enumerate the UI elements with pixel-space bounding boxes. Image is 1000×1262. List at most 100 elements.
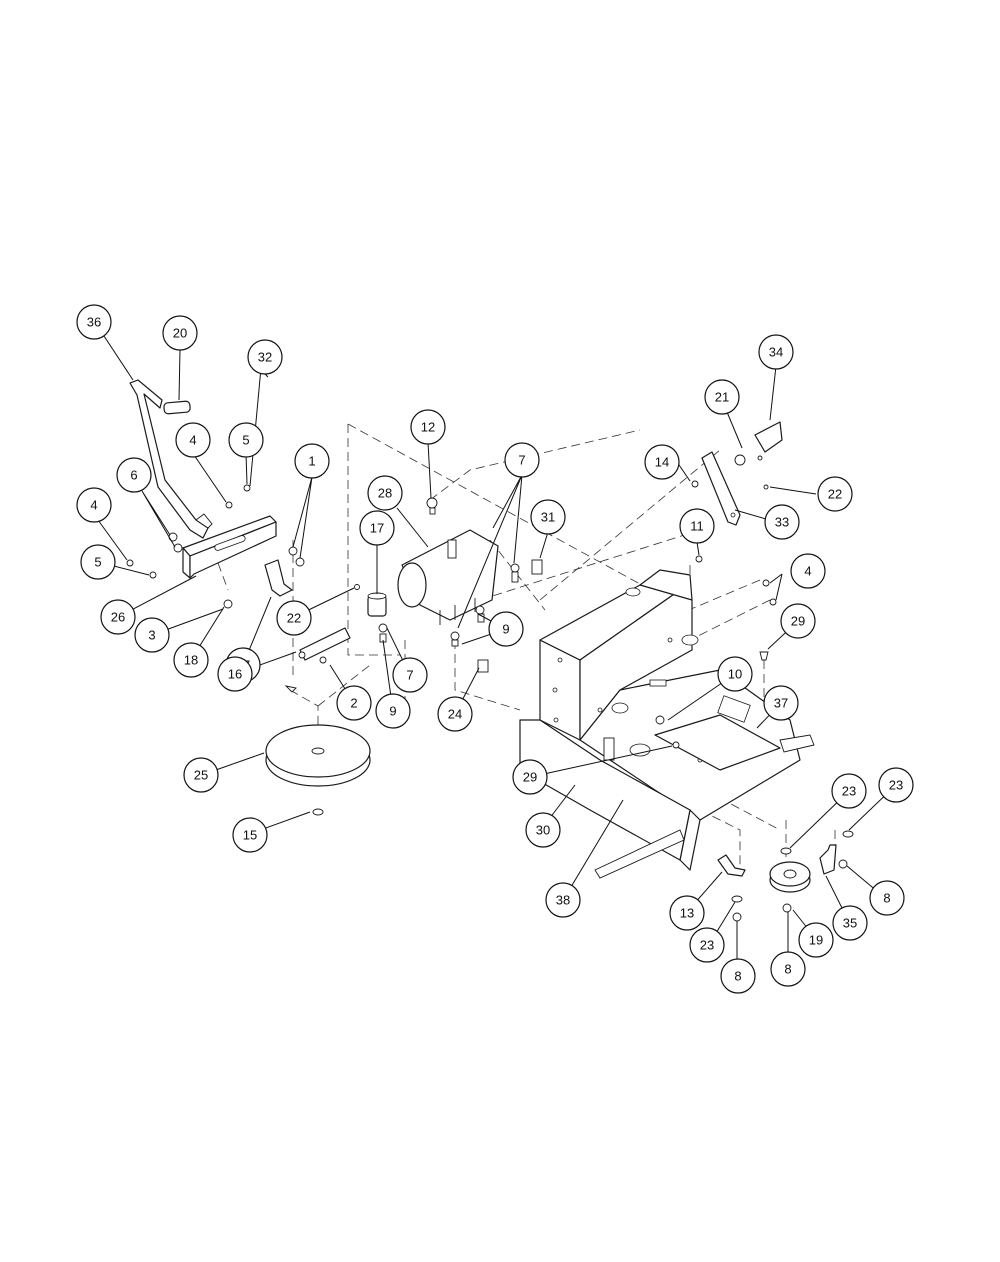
callout-18: 18 [173, 642, 209, 678]
nut-4-right-b [769, 598, 777, 606]
svg-text:8: 8 [784, 962, 791, 977]
callout-15: 15 [232, 817, 268, 853]
callout-1: 1 [294, 443, 330, 479]
washer-14 [691, 480, 699, 488]
callout-29-lower: 29 [512, 759, 548, 795]
callout-2: 2 [336, 685, 372, 721]
svg-text:35: 35 [843, 916, 857, 931]
svg-text:37: 37 [774, 696, 788, 711]
svg-text:13: 13 [680, 906, 694, 921]
svg-text:22: 22 [287, 611, 301, 626]
svg-text:28: 28 [378, 486, 392, 501]
svg-text:4: 4 [804, 564, 811, 579]
pin-11 [695, 555, 703, 563]
svg-text:2: 2 [350, 696, 357, 711]
svg-text:11: 11 [690, 519, 704, 534]
svg-text:18: 18 [184, 653, 198, 668]
callout-25: 25 [183, 757, 219, 793]
svg-text:6: 6 [130, 468, 137, 483]
svg-text:19: 19 [809, 933, 823, 948]
callout-4-upper: 4 [175, 422, 211, 458]
svg-text:7: 7 [406, 668, 413, 683]
bracket-hardware [126, 484, 360, 693]
callout-32: 32 [247, 339, 283, 375]
callout-23-lower: 23 [689, 927, 725, 963]
callout-31: 31 [530, 499, 566, 535]
callout-17: 17 [359, 510, 395, 546]
pedal-arm [129, 379, 213, 539]
svg-text:3: 3 [148, 628, 155, 643]
bracket-34 [734, 421, 783, 466]
callout-13: 13 [669, 895, 705, 931]
svg-text:32: 32 [258, 350, 272, 365]
fittings-left [378, 623, 388, 643]
bushing [367, 592, 387, 617]
svg-text:31: 31 [541, 510, 555, 525]
callout-3: 3 [134, 617, 170, 653]
svg-text:5: 5 [94, 555, 101, 570]
fitting-top [426, 497, 438, 515]
callout-12: 12 [410, 409, 446, 445]
fittings-center [450, 563, 520, 647]
cylinder-tank [397, 529, 499, 625]
plate-24 [477, 659, 489, 673]
svg-text:4: 4 [90, 498, 97, 513]
callout-30: 30 [525, 812, 561, 848]
svg-text:5: 5 [242, 433, 249, 448]
svg-text:29: 29 [791, 614, 805, 629]
callout-38: 38 [545, 882, 581, 918]
pedal-pad [163, 400, 191, 415]
svg-text:9: 9 [502, 622, 509, 637]
callout-24: 24 [437, 696, 473, 732]
callout-11: 11 [679, 508, 715, 544]
plate-31 [531, 559, 543, 575]
callout-28: 28 [367, 475, 403, 511]
callout-21: 21 [704, 379, 740, 415]
bolt-10 [655, 715, 665, 725]
svg-text:33: 33 [775, 515, 789, 530]
shaft [298, 627, 351, 661]
callout-8-lower-left: 8 [720, 958, 756, 994]
bolt-29a [759, 651, 769, 661]
small-bracket [264, 559, 293, 597]
callout-19: 19 [798, 922, 834, 958]
svg-text:9: 9 [389, 704, 396, 719]
callout-7-top: 7 [504, 442, 540, 478]
svg-text:16: 16 [228, 667, 242, 682]
callout-35: 35 [832, 905, 868, 941]
svg-text:38: 38 [556, 893, 570, 908]
svg-text:8: 8 [734, 969, 741, 984]
svg-text:34: 34 [769, 345, 783, 360]
svg-text:21: 21 [715, 390, 729, 405]
callout-23-right-a: 23 [831, 773, 867, 809]
svg-text:20: 20 [173, 326, 187, 341]
callout-37: 37 [763, 685, 799, 721]
callout-6: 6 [116, 457, 152, 493]
bolt-29b [672, 741, 680, 749]
callout-4-right: 4 [790, 553, 826, 589]
svg-text:29: 29 [523, 770, 537, 785]
svg-text:36: 36 [87, 315, 101, 330]
nut-4-right-a [762, 579, 770, 587]
svg-text:23: 23 [842, 784, 856, 799]
svg-text:7: 7 [518, 453, 525, 468]
callout-4-left: 4 [76, 487, 112, 523]
callout-20: 20 [162, 315, 198, 351]
idler-pulley [769, 861, 811, 893]
callout-8-right: 8 [869, 880, 905, 916]
svg-text:10: 10 [728, 667, 742, 682]
callout-22-left: 22 [276, 600, 312, 636]
callout-33: 33 [764, 504, 800, 540]
callout-16: 16 [217, 656, 253, 692]
svg-text:14: 14 [655, 455, 669, 470]
callout-23-right-b: 23 [878, 767, 914, 803]
svg-text:26: 26 [111, 610, 125, 625]
arm-33 [701, 451, 741, 526]
callout-29-top: 29 [780, 603, 816, 639]
svg-text:12: 12 [421, 420, 435, 435]
washer-22-right [763, 484, 769, 490]
svg-text:23: 23 [889, 778, 903, 793]
callout-9-lower: 9 [375, 693, 411, 729]
svg-text:4: 4 [189, 433, 196, 448]
